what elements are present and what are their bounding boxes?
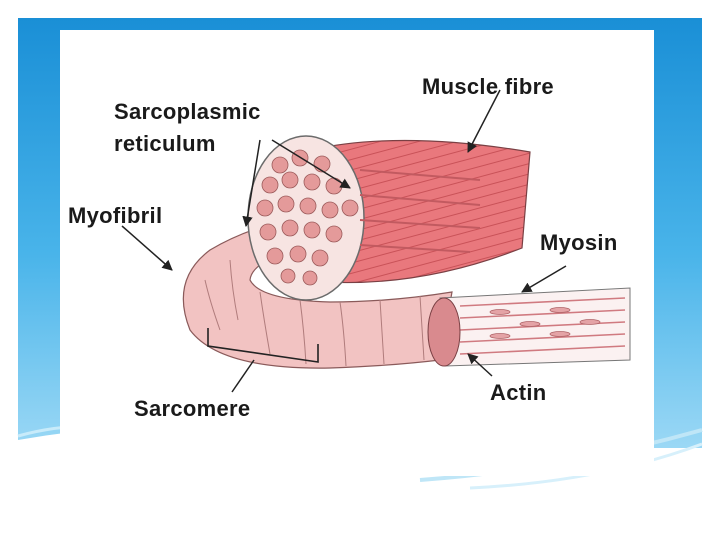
label-muscle-fibre: Muscle fibre [422,74,554,99]
label-myosin: Myosin [540,230,618,255]
label-myofibril: Myofibril [68,203,163,228]
arrow-muscle-fibre [467,89,501,153]
label-sarcomere: Sarcomere [134,396,251,421]
label-sarcoplasmic-line2: reticulum [114,131,216,156]
arrow-sr-1 [242,139,261,228]
myofibril-circles [256,149,359,286]
myosin-filaments [489,307,601,339]
arrow-sr-2 [271,139,351,189]
muscle-fibre-diagram [121,89,631,393]
arrow-myofibril [121,225,173,271]
arrow-sarcomere [231,359,255,393]
sarcomere-bracket [207,328,319,363]
myofibril-tube [182,209,453,369]
label-actin: Actin [490,380,547,405]
myofibril-end-face [427,297,461,367]
fibre-internal-lines [359,169,481,253]
label-sarcoplasmic-line1: Sarcoplasmic [114,99,261,124]
myofibril-striations [204,259,425,367]
arrow-actin [467,353,493,377]
arrow-myosin [521,265,567,293]
